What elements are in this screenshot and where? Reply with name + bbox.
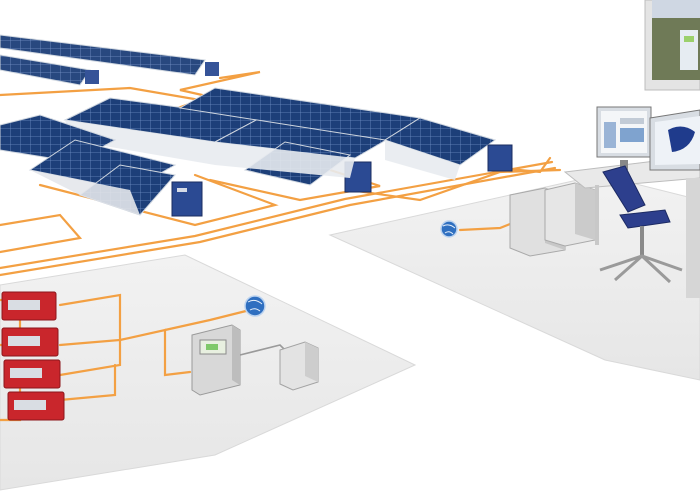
solar-array-middle <box>63 87 513 193</box>
monitor-icon <box>596 106 652 170</box>
server-box-icon <box>279 341 319 391</box>
solar-array-front <box>0 114 203 217</box>
globe-icon <box>244 295 266 317</box>
energy-meter-icon <box>1 291 57 321</box>
server-tower-icon <box>544 182 596 247</box>
solar-array-back <box>0 34 219 86</box>
wall-display <box>644 0 700 91</box>
monitor-icon <box>649 109 700 171</box>
inverter-icon <box>487 144 513 172</box>
energy-meter-icon <box>1 327 59 357</box>
energy-meter-icon <box>3 359 61 389</box>
data-logger-cabinet-icon <box>191 324 241 396</box>
logger-to-server-cable <box>239 344 286 356</box>
energy-meter-icon <box>7 391 65 421</box>
inverter-icon <box>171 181 203 217</box>
office-chair-icon <box>599 165 683 284</box>
office-platform <box>328 174 700 381</box>
globe-icon <box>440 220 458 238</box>
